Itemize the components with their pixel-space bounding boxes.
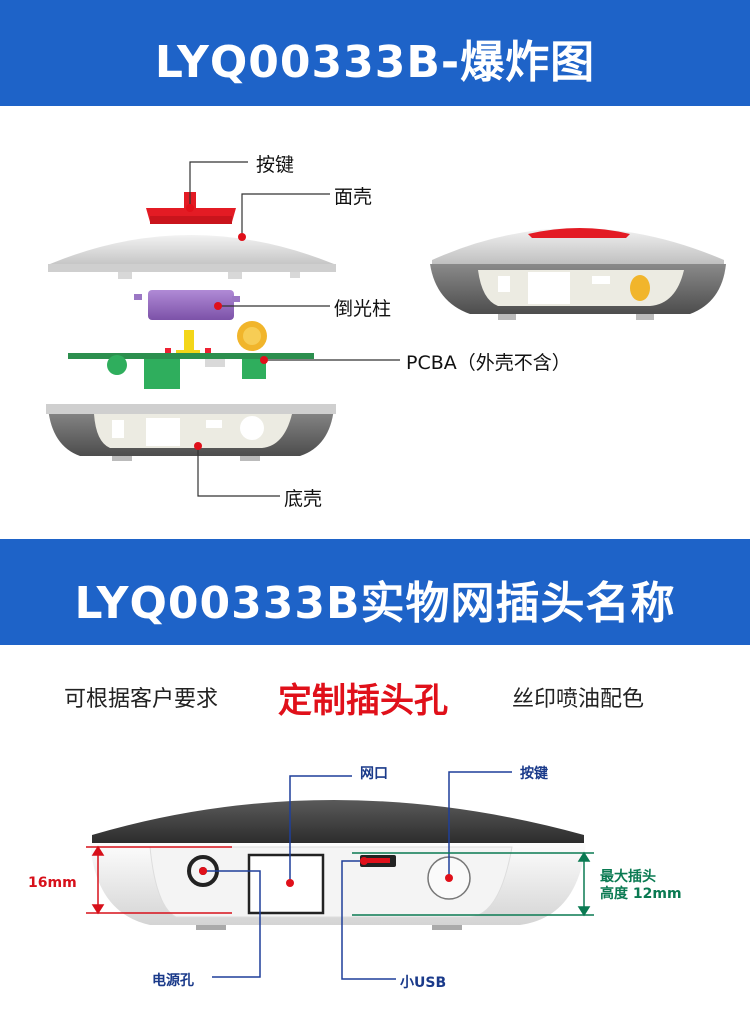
subtitle-line: 可根据客户要求 定制插头孔 丝印喷油配色 — [0, 673, 750, 721]
bottom-shell-part — [46, 404, 336, 461]
label-bottom-shell: 底壳 — [284, 488, 323, 510]
subtitle-right: 丝印喷油配色 — [512, 687, 645, 712]
port-illustration — [86, 771, 594, 980]
label-max-plug-line1: 最大插头 — [600, 869, 656, 885]
label-power-jack: 电源孔 — [152, 973, 194, 989]
light-pipe-part — [134, 290, 240, 320]
label-micro-usb: 小USB — [400, 975, 447, 991]
subtitle-left: 可根据客户要求 — [64, 687, 219, 712]
pcba-part — [68, 321, 314, 389]
label-top-shell: 面壳 — [334, 186, 373, 208]
label-max-plug-line2: 高度 12mm — [600, 886, 682, 902]
banner-exploded-view: LYQ00333B-爆炸图 — [0, 0, 750, 106]
top-shell-part — [48, 235, 336, 279]
banner-title: LYQ00333B-爆炸图 — [154, 37, 596, 88]
dimension-16mm — [86, 845, 232, 915]
leader-dots — [186, 204, 268, 450]
leader-lines — [189, 161, 400, 497]
port-leader-dots — [199, 857, 453, 887]
port-leader-lines — [203, 771, 512, 980]
port-view: 可根据客户要求 定制插头孔 丝印喷油配色 — [0, 645, 750, 1022]
exploded-view: 按键 面壳 倒光柱 PCBA（外壳不含） 底壳 — [0, 106, 750, 539]
exploded-view-illustration — [46, 161, 726, 497]
assembled-product — [430, 228, 726, 320]
dimension-12mm — [352, 851, 594, 917]
label-pcba: PCBA（外壳不含） — [406, 352, 571, 374]
label-light-pipe: 倒光柱 — [334, 298, 392, 320]
banner-title: LYQ00333B实物网插头名称 — [74, 578, 676, 629]
banner-port-names: LYQ00333B实物网插头名称 — [0, 539, 750, 645]
label-port-button: 按键 — [520, 766, 548, 782]
device-photo — [90, 800, 586, 930]
subtitle-highlight: 定制插头孔 — [278, 681, 448, 721]
label-height-16mm: 16mm — [28, 875, 77, 891]
label-button: 按键 — [256, 154, 295, 176]
label-network-port: 网口 — [360, 766, 388, 782]
